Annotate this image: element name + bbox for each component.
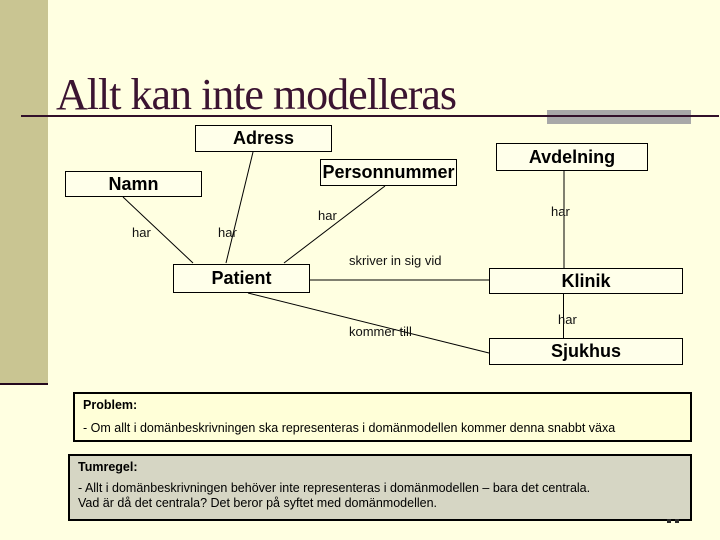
entity-box-avdelning: Avdelning [496,143,648,171]
note-box-problem: Problem: - Om allt i domänbeskrivningen … [73,392,692,442]
edge-label-skriver-in-sig-vid: skriver in sig vid [349,253,442,268]
problem-body: - Om allt i domänbeskrivningen ska repre… [83,421,616,435]
edge-label-har-adress: har [218,225,237,240]
edge-label-har-sjukhus: har [558,312,577,327]
tumregel-body: - Allt i domänbeskrivningen behöver inte… [78,481,682,511]
edge-label-kommer-till: kommer till [349,324,412,339]
edge-personnummer-patient [283,185,386,264]
entity-box-adress: Adress [195,125,332,152]
title-rule [21,115,719,117]
page-number-clipped [667,519,682,523]
sidebar-accent-panel [0,0,48,383]
entity-box-personnummer: Personnummer [320,159,457,186]
entity-box-patient: Patient [173,264,310,293]
entity-box-namn: Namn [65,171,202,197]
tumregel-body-line2: Vad är då det centrala? Det beror på syf… [78,496,438,510]
edge-label-har-namn: har [132,225,151,240]
tumregel-body-line1: - Allt i domänbeskrivningen behöver inte… [78,481,591,495]
edge-label-har-avdelning: har [551,204,570,219]
edge-adress-patient [225,151,254,264]
entity-box-klinik: Klinik [489,268,683,294]
page-title: Allt kan inte modelleras [56,70,457,120]
problem-heading: Problem: [83,398,138,412]
sidebar-underline [0,383,48,385]
tumregel-heading: Tumregel: [78,460,138,474]
entity-box-sjukhus: Sjukhus [489,338,683,365]
note-box-tumregel: Tumregel: - Allt i domänbeskrivningen be… [68,454,692,521]
accent-bar [547,110,691,124]
edge-patient-sjukhus [247,292,490,354]
edge-label-har-personnummer: har [318,208,337,223]
